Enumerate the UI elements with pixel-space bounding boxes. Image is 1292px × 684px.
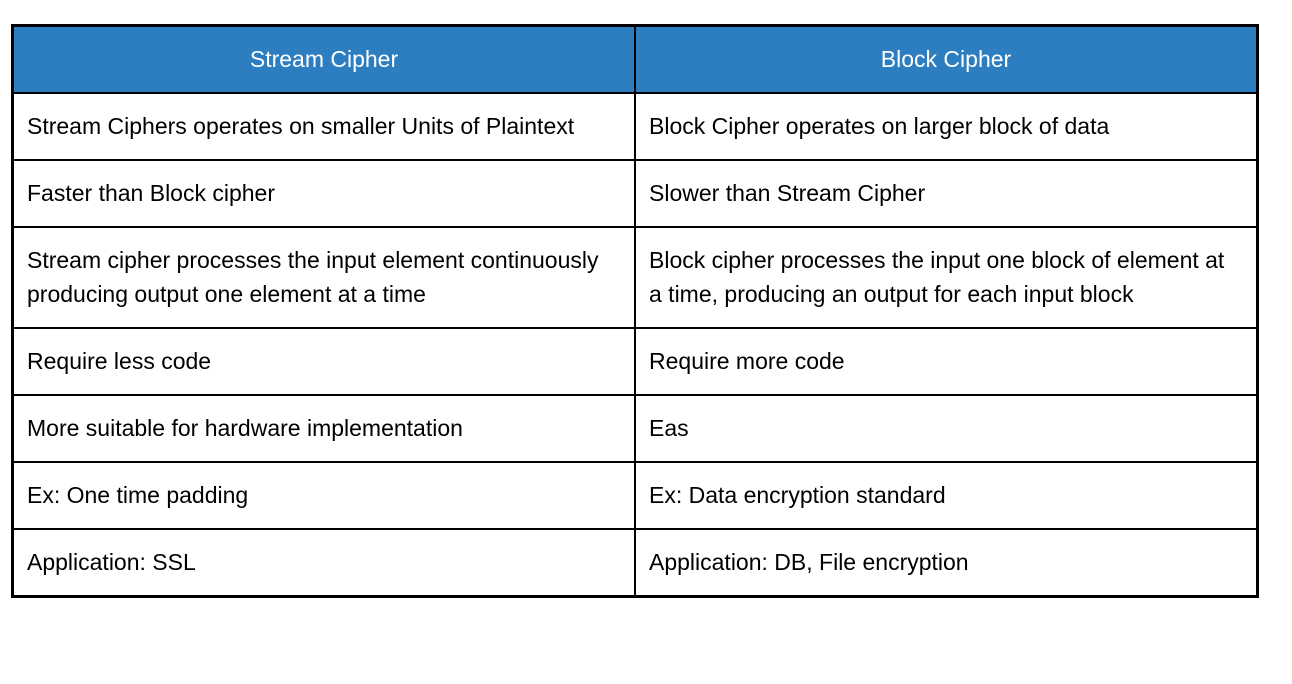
cell-code-stream: Require less code bbox=[11, 327, 636, 396]
cell-speed-block: Slower than Stream Cipher bbox=[634, 159, 1259, 228]
cell-suitability-block: Eas bbox=[634, 394, 1259, 463]
table-row: More suitable for hardware implementatio… bbox=[11, 394, 1259, 463]
table-header: Stream Cipher Block Cipher bbox=[11, 24, 1259, 94]
header-row: Stream Cipher Block Cipher bbox=[11, 24, 1259, 94]
cell-example-block: Ex: Data encryption standard bbox=[634, 461, 1259, 530]
table-row: Faster than Block cipher Slower than Str… bbox=[11, 159, 1259, 228]
cell-units-stream: Stream Ciphers operates on smaller Units… bbox=[11, 92, 636, 161]
table-row: Require less code Require more code bbox=[11, 327, 1259, 396]
table-row: Application: SSL Application: DB, File e… bbox=[11, 528, 1259, 598]
table-row: Ex: One time padding Ex: Data encryption… bbox=[11, 461, 1259, 530]
cell-application-block: Application: DB, File encryption bbox=[634, 528, 1259, 598]
column-header-stream-cipher: Stream Cipher bbox=[11, 24, 636, 94]
cell-application-stream: Application: SSL bbox=[11, 528, 636, 598]
cell-suitability-stream: More suitable for hardware implementatio… bbox=[11, 394, 636, 463]
cell-example-stream: Ex: One time padding bbox=[11, 461, 636, 530]
cell-code-block: Require more code bbox=[634, 327, 1259, 396]
cell-processing-block: Block cipher processes the input one blo… bbox=[634, 226, 1259, 329]
column-header-block-cipher: Block Cipher bbox=[634, 24, 1259, 94]
cell-processing-stream: Stream cipher processes the input elemen… bbox=[11, 226, 636, 329]
cell-units-block: Block Cipher operates on larger block of… bbox=[634, 92, 1259, 161]
cell-speed-stream: Faster than Block cipher bbox=[11, 159, 636, 228]
table-row: Stream Ciphers operates on smaller Units… bbox=[11, 92, 1259, 161]
table-body: Stream Ciphers operates on smaller Units… bbox=[11, 92, 1259, 598]
cipher-comparison-table-container: Stream Cipher Block Cipher Stream Cipher… bbox=[11, 24, 1259, 598]
table-row: Stream cipher processes the input elemen… bbox=[11, 226, 1259, 329]
cipher-comparison-table: Stream Cipher Block Cipher Stream Cipher… bbox=[11, 24, 1259, 598]
